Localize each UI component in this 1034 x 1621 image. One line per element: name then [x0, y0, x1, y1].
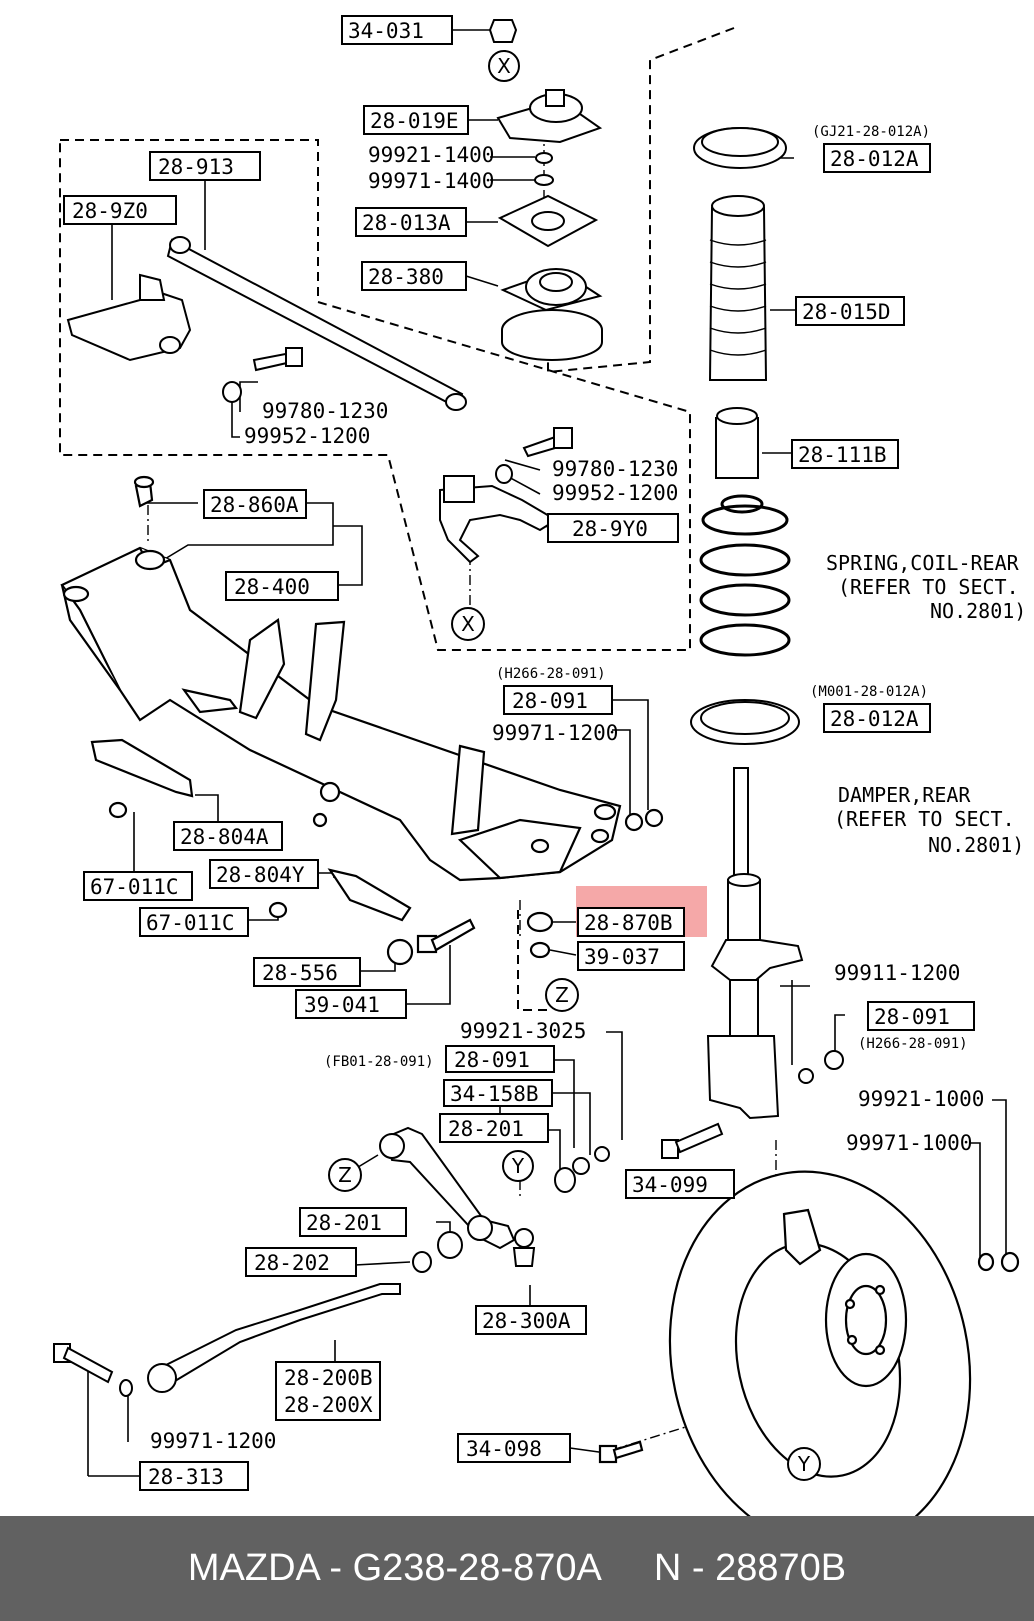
reference-notes: SPRING,COIL-REAR (REFER TO SECT. NO.2801…	[826, 551, 1026, 857]
label-28-400: 28-400	[234, 575, 310, 599]
label-28-201-b: 28-201	[306, 1211, 382, 1235]
label-28-111B: 28-111B	[798, 443, 887, 467]
note-spring-line2: (REFER TO SECT.	[838, 575, 1019, 599]
callout-x-mid: X	[461, 612, 475, 636]
label-28-380: 28-380	[368, 265, 444, 289]
dashed-outlines	[59, 27, 735, 1011]
label-28-870B: 28-870B	[584, 911, 673, 935]
label-99952-1200-b: 99952-1200	[552, 481, 678, 505]
label-28-012A-bottom: 28-012A	[830, 707, 919, 731]
alt-gj21: (GJ21-28-012A)	[812, 124, 930, 140]
label-28-091-a: 28-091	[512, 689, 588, 713]
crossmember-drawing	[60, 475, 664, 966]
label-67-011C-a: 67-011C	[90, 875, 179, 899]
callout-y-mid: Y	[511, 1154, 525, 1178]
label-28-804A: 28-804A	[180, 825, 269, 849]
callout-z-mid: Z	[555, 983, 569, 1007]
note-damper-line2: (REFER TO SECT.	[834, 807, 1015, 831]
footer-oem-number: MAZDA - G238-28-870A	[187, 1547, 602, 1589]
label-99971-1400: 99971-1400	[368, 169, 494, 193]
label-99921-1400: 99921-1400	[368, 143, 494, 167]
label-28-313: 28-313	[148, 1465, 224, 1489]
label-34-099: 34-099	[632, 1173, 708, 1197]
label-99780-1230-a: 99780-1230	[262, 399, 388, 423]
alt-m001: (M001-28-012A)	[810, 684, 928, 700]
leader-lines	[87, 29, 1007, 1477]
label-99921-3025: 99921-3025	[460, 1019, 586, 1043]
alt-h266-a: (H266-28-091)	[496, 666, 606, 682]
part-labels: 34-031 28-019E 99921-1400 99971-1400 28-…	[72, 19, 984, 1489]
suspension-arm-drawings	[53, 1126, 610, 1397]
label-28-9Z0: 28-9Z0	[72, 199, 148, 223]
label-28-913: 28-913	[158, 155, 234, 179]
parts-diagram: 34-031 28-019E 99921-1400 99971-1400 28-…	[53, 15, 1026, 1516]
spring-damper-drawings	[661, 127, 844, 1159]
footer-bar: MAZDA - G238-28-870A N - 28870B	[0, 1516, 1034, 1621]
hub-disc-drawing	[598, 1170, 1020, 1516]
label-99971-1000: 99971-1000	[846, 1131, 972, 1155]
label-28-804Y: 28-804Y	[216, 863, 305, 887]
footer-part-number: N - 28870B	[653, 1547, 847, 1589]
label-28-556: 28-556	[262, 961, 338, 985]
label-39-037: 39-037	[584, 945, 660, 969]
label-28-300A: 28-300A	[482, 1309, 571, 1333]
label-34-158B: 34-158B	[450, 1082, 539, 1106]
label-28-9Y0: 28-9Y0	[572, 517, 648, 541]
label-28-200X: 28-200X	[284, 1393, 373, 1417]
callout-y-wheel: Y	[797, 1452, 811, 1476]
label-99971-1200-a: 99971-1200	[492, 721, 618, 745]
callout-circles	[328, 50, 821, 1481]
label-28-019E: 28-019E	[370, 109, 459, 133]
label-28-202: 28-202	[254, 1251, 330, 1275]
label-28-201-a: 28-201	[448, 1117, 524, 1141]
strut-mount-drawings	[488, 19, 603, 361]
label-99911-1200: 99911-1200	[834, 961, 960, 985]
alt-fb01: (FB01-28-091)	[324, 1054, 434, 1070]
label-67-011C-b: 67-011C	[146, 911, 235, 935]
label-28-012A-top: 28-012A	[830, 147, 919, 171]
note-damper-line3: NO.2801)	[928, 833, 1024, 857]
lateral-link-drawings	[66, 236, 573, 564]
alternate-part-numbers: (GJ21-28-012A) (M001-28-012A) (H266-28-0…	[324, 124, 968, 1070]
label-34-098: 34-098	[466, 1437, 542, 1461]
label-28-013A: 28-013A	[362, 211, 451, 235]
label-28-860A: 28-860A	[210, 493, 299, 517]
callout-letters: X X Z Z Y Y	[338, 54, 811, 1476]
part-label-boxes	[63, 15, 975, 1491]
label-28-015D: 28-015D	[802, 300, 891, 324]
note-spring-line1: SPRING,COIL-REAR	[826, 551, 1020, 575]
label-39-041: 39-041	[304, 993, 380, 1017]
note-damper-line1: DAMPER,REAR	[838, 783, 971, 807]
label-28-091-b: 28-091	[454, 1048, 530, 1072]
callout-z-left: Z	[338, 1163, 352, 1187]
alt-h266-b: (H266-28-091)	[858, 1036, 968, 1052]
label-28-200B: 28-200B	[284, 1366, 373, 1390]
label-34-031: 34-031	[348, 19, 424, 43]
note-spring-line3: NO.2801)	[930, 599, 1026, 623]
label-99952-1200-a: 99952-1200	[244, 424, 370, 448]
callout-x-top: X	[497, 54, 511, 78]
label-99780-1230-b: 99780-1230	[552, 457, 678, 481]
label-99921-1000: 99921-1000	[858, 1087, 984, 1111]
label-99971-1200-b: 99971-1200	[150, 1429, 276, 1453]
label-28-091-c: 28-091	[874, 1005, 950, 1029]
